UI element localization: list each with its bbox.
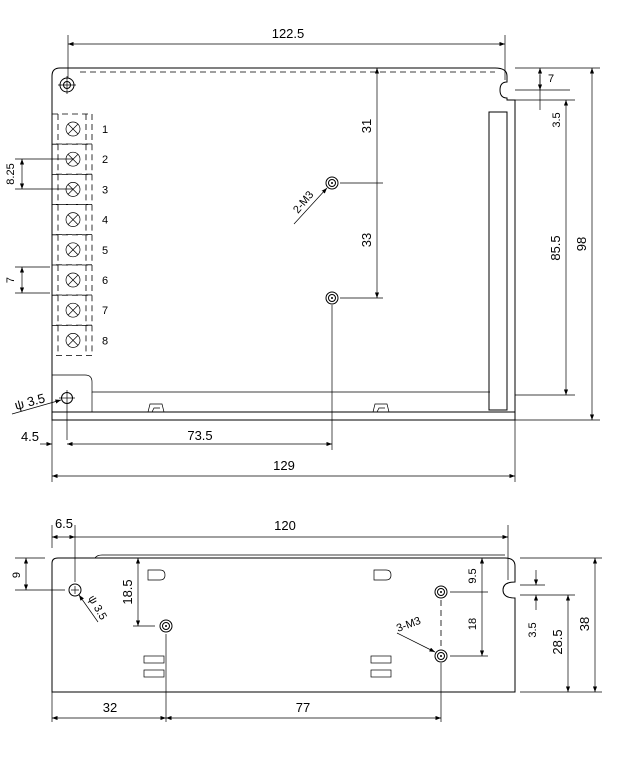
- dim-98: 98: [574, 237, 589, 251]
- m3-hole-side-2: [434, 585, 448, 599]
- vent: [143, 655, 165, 664]
- dim-18: 18: [467, 618, 479, 630]
- dim-8-25: 8.25: [5, 163, 17, 184]
- terminal-label: 8: [102, 335, 108, 347]
- dim-7-slot: 7: [548, 73, 554, 85]
- terminal-label: 2: [102, 154, 108, 166]
- terminal-screw-icon: [65, 212, 81, 227]
- slot: [147, 569, 166, 581]
- dim-18-5: 18.5: [120, 579, 135, 604]
- m3-hole-side-1: [159, 619, 173, 633]
- dim-7-pitch: 7: [5, 277, 17, 283]
- dim-6-5: 6.5: [55, 516, 73, 531]
- terminal-screw-icon: [65, 272, 81, 288]
- dim-129: 129: [273, 458, 295, 473]
- dim-33: 33: [359, 233, 374, 247]
- terminal-label: 6: [102, 275, 108, 287]
- dim-77: 77: [296, 700, 310, 715]
- m3-hole-2: [325, 291, 339, 305]
- dim-122-5: 122.5: [272, 26, 305, 41]
- dim-3-5-slot: 3.5: [551, 112, 563, 127]
- terminal-label: 5: [102, 245, 108, 257]
- dim-9-5: 9.5: [467, 568, 479, 583]
- terminal-block: 1 2 3 4 5 6 7 8: [51, 113, 108, 356]
- mounting-hole-bottom: [59, 390, 75, 440]
- slot: [373, 569, 392, 581]
- dim-38: 38: [577, 617, 592, 631]
- side-outline: [51, 557, 516, 693]
- terminal-screw-icon: [65, 333, 81, 348]
- dim-9: 9: [11, 572, 23, 578]
- clip: [372, 403, 390, 413]
- terminal-label: 1: [102, 124, 108, 136]
- plate-outline: [51, 67, 516, 421]
- clip: [147, 403, 165, 413]
- heatsink-bar: [488, 111, 508, 411]
- dim-85-5: 85.5: [548, 235, 563, 260]
- dim-4-5: 4.5: [21, 429, 39, 444]
- terminal-screw-icon: [65, 242, 81, 258]
- dim-28-5: 28.5: [550, 629, 565, 654]
- callout-3-m3: 3-M3: [395, 615, 423, 635]
- terminal-label: 3: [102, 184, 108, 196]
- m3-hole-side-3: [434, 649, 448, 663]
- dim-120: 120: [274, 518, 296, 533]
- vent: [370, 655, 392, 664]
- side-view: 6.5 120 9 ψ 3.5 18.5 9.5 18 3-M3 3.5 28.…: [11, 516, 602, 722]
- dim-32: 32: [103, 700, 117, 715]
- terminal-screw-icon: [65, 182, 81, 197]
- terminal-cell: [51, 234, 93, 266]
- terminal-screw-icon: [65, 121, 81, 137]
- dim-hole-dia-side: ψ 3.5: [85, 594, 108, 623]
- dim-31: 31: [359, 119, 374, 133]
- mounting-hole-top: [58, 76, 76, 94]
- dim-3-5-side: 3.5: [527, 622, 539, 637]
- dim-73-5: 73.5: [187, 428, 212, 443]
- terminal-cell: [51, 324, 93, 356]
- terminal-label: 7: [102, 305, 108, 317]
- terminal-label: 4: [102, 215, 108, 227]
- callout-2-m3: 2-M3: [291, 189, 316, 216]
- m3-hole-1: [325, 176, 339, 190]
- terminal-screw-icon: [65, 302, 81, 318]
- dim-hole-dia-top: ψ 3.5: [13, 390, 47, 413]
- mounting-hole-side: [68, 583, 82, 597]
